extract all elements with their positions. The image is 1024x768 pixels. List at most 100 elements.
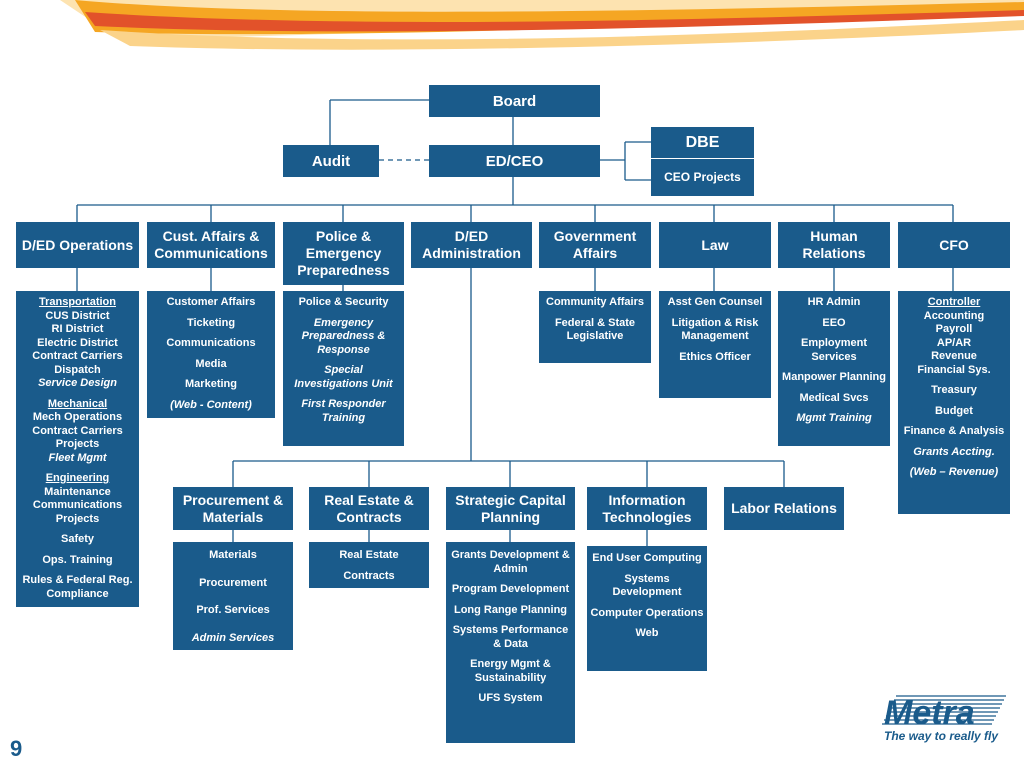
unit-item: Prof. Services — [196, 604, 270, 616]
unit-item: Procurement — [199, 576, 267, 589]
unit-item: Service Design — [38, 377, 117, 389]
cust-affairs-units: Customer Affairs Ticketing Communication… — [147, 291, 275, 418]
unit-item: Marketing — [185, 378, 237, 390]
unit-item: CUS District — [45, 309, 110, 322]
ceo-label: ED/CEO — [485, 152, 544, 170]
unit-item: AP/AR — [936, 336, 972, 349]
admin-real-estate-label: Real Estate & Contracts — [324, 491, 414, 525]
unit-item: Real Estate — [339, 549, 399, 561]
unit-item: Federal & State Legislative — [554, 316, 636, 343]
dept-operations-label: D/ED Operations — [21, 236, 134, 253]
board-label: Board — [492, 92, 537, 110]
unit-item: Engineering — [45, 472, 110, 484]
unit-item: Contracts — [343, 569, 395, 582]
dept-cfo-label: CFO — [939, 236, 969, 253]
unit-item: Long Range Planning — [453, 603, 568, 616]
dept-human-relations: Human Relations — [778, 222, 890, 268]
audit-label: Audit — [311, 152, 351, 170]
cfo-units: Controller Accounting Payroll AP/AR Reve… — [898, 291, 1010, 514]
unit-item: Emergency Preparedness & Response — [301, 316, 386, 356]
unit-item: Asst Gen Counsel — [667, 296, 763, 308]
ceo-box: ED/CEO — [429, 145, 600, 177]
unit-item: Contract Carriers Projects — [32, 424, 123, 451]
ceo-projects-box: CEO Projects — [651, 159, 754, 196]
admin-information-technologies-label: Information Technologies — [602, 491, 692, 525]
unit-item: Community Affairs — [546, 296, 644, 308]
header-banner — [60, 0, 1024, 50]
procurement-units: Materials Procurement Prof. Services Adm… — [173, 542, 293, 650]
unit-item: Media — [195, 357, 227, 370]
unit-item: Mech Operations — [32, 411, 123, 423]
svg-text:Metra: Metra — [884, 694, 975, 732]
unit-item: Energy Mgmt & Sustainability — [470, 658, 551, 684]
unit-item: EEO — [822, 316, 846, 329]
unit-item: Contract Carriers — [32, 350, 123, 362]
unit-item: Employment Services — [800, 337, 867, 363]
dept-government-affairs-label: Government Affairs — [553, 228, 637, 261]
admin-strategic-capital-label: Strategic Capital Planning — [455, 491, 566, 525]
unit-item: Treasury — [931, 384, 977, 396]
dept-human-relations-label: Human Relations — [802, 228, 866, 261]
ceo-projects-label: CEO Projects — [664, 170, 741, 184]
unit-item: Special Investigations Unit — [294, 364, 393, 390]
unit-item: Web — [635, 627, 659, 639]
strategic-capital-units: Grants Development & Admin Program Devel… — [446, 542, 575, 743]
unit-item: Materials — [209, 549, 257, 561]
dept-operations: D/ED Operations — [16, 222, 139, 268]
unit-item: Manpower Planning — [782, 371, 886, 383]
unit-item: Dispatch — [54, 363, 101, 376]
page-number: 9 — [10, 736, 23, 761]
unit-item: Communications — [32, 499, 123, 511]
unit-item: Payroll — [935, 323, 973, 335]
dept-police-label: Police & Emergency Preparedness — [297, 228, 390, 278]
real-estate-units: Real Estate Contracts — [309, 542, 429, 588]
dept-administration-label: D/ED Administration — [422, 228, 521, 261]
dept-administration: D/ED Administration — [411, 222, 532, 268]
unit-item: Grants Accting. — [913, 445, 995, 458]
information-technologies-units: End User Computing Systems Development C… — [587, 546, 707, 671]
dbe-label: DBE — [685, 134, 720, 151]
unit-item: Financial Sys. — [917, 363, 991, 376]
dept-law-label: Law — [701, 236, 729, 253]
dept-law: Law — [659, 222, 771, 268]
unit-item: First Responder Training — [301, 398, 386, 424]
unit-item: Rules & Federal Reg. Compliance — [22, 574, 133, 600]
unit-item: Litigation & Risk Management — [671, 316, 759, 343]
audit-box: Audit — [283, 145, 379, 177]
unit-item: (Web – Revenue) — [909, 466, 999, 478]
police-units: Police & Security Emergency Preparedness… — [283, 291, 404, 446]
unit-item: End User Computing — [592, 552, 702, 564]
unit-item: Medical Svcs — [799, 391, 869, 404]
admin-labor-relations-label: Labor Relations — [731, 500, 837, 516]
operations-units: Transportation CUS District RI District … — [16, 291, 139, 607]
admin-information-technologies: Information Technologies — [587, 487, 707, 530]
unit-item: Computer Operations — [590, 606, 704, 619]
dept-police: Police & Emergency Preparedness — [283, 222, 404, 285]
admin-procurement-label: Procurement & Materials — [182, 491, 284, 525]
unit-item: Budget — [935, 404, 973, 417]
unit-item: Customer Affairs — [166, 296, 256, 308]
unit-item: Admin Services — [191, 631, 275, 644]
unit-item: Transportation — [38, 296, 116, 308]
dbe-box: DBE — [651, 127, 754, 158]
admin-labor-relations: Labor Relations — [724, 487, 844, 530]
human-relations-units: HR Admin EEO Employment Services Manpowe… — [778, 291, 890, 446]
unit-item: Systems Development — [612, 572, 682, 599]
tagline: The way to really fly — [884, 729, 999, 743]
unit-item: Program Development — [451, 583, 570, 595]
metra-logo: Metra — [882, 694, 1006, 732]
unit-item: Projects — [55, 512, 100, 525]
unit-item: Ticketing — [186, 316, 236, 329]
unit-item: Fleet Mgmt — [48, 451, 107, 464]
unit-item: Police & Security — [298, 296, 389, 308]
admin-real-estate: Real Estate & Contracts — [309, 487, 429, 530]
admin-strategic-capital: Strategic Capital Planning — [446, 487, 575, 530]
dept-cfo: CFO — [898, 222, 1010, 268]
unit-item: Mechanical — [47, 397, 108, 410]
unit-item: Safety — [60, 533, 95, 545]
unit-item: Revenue — [931, 350, 977, 362]
unit-item: Controller — [927, 296, 981, 308]
unit-item: UFS System — [478, 692, 543, 704]
board-box: Board — [429, 85, 600, 117]
